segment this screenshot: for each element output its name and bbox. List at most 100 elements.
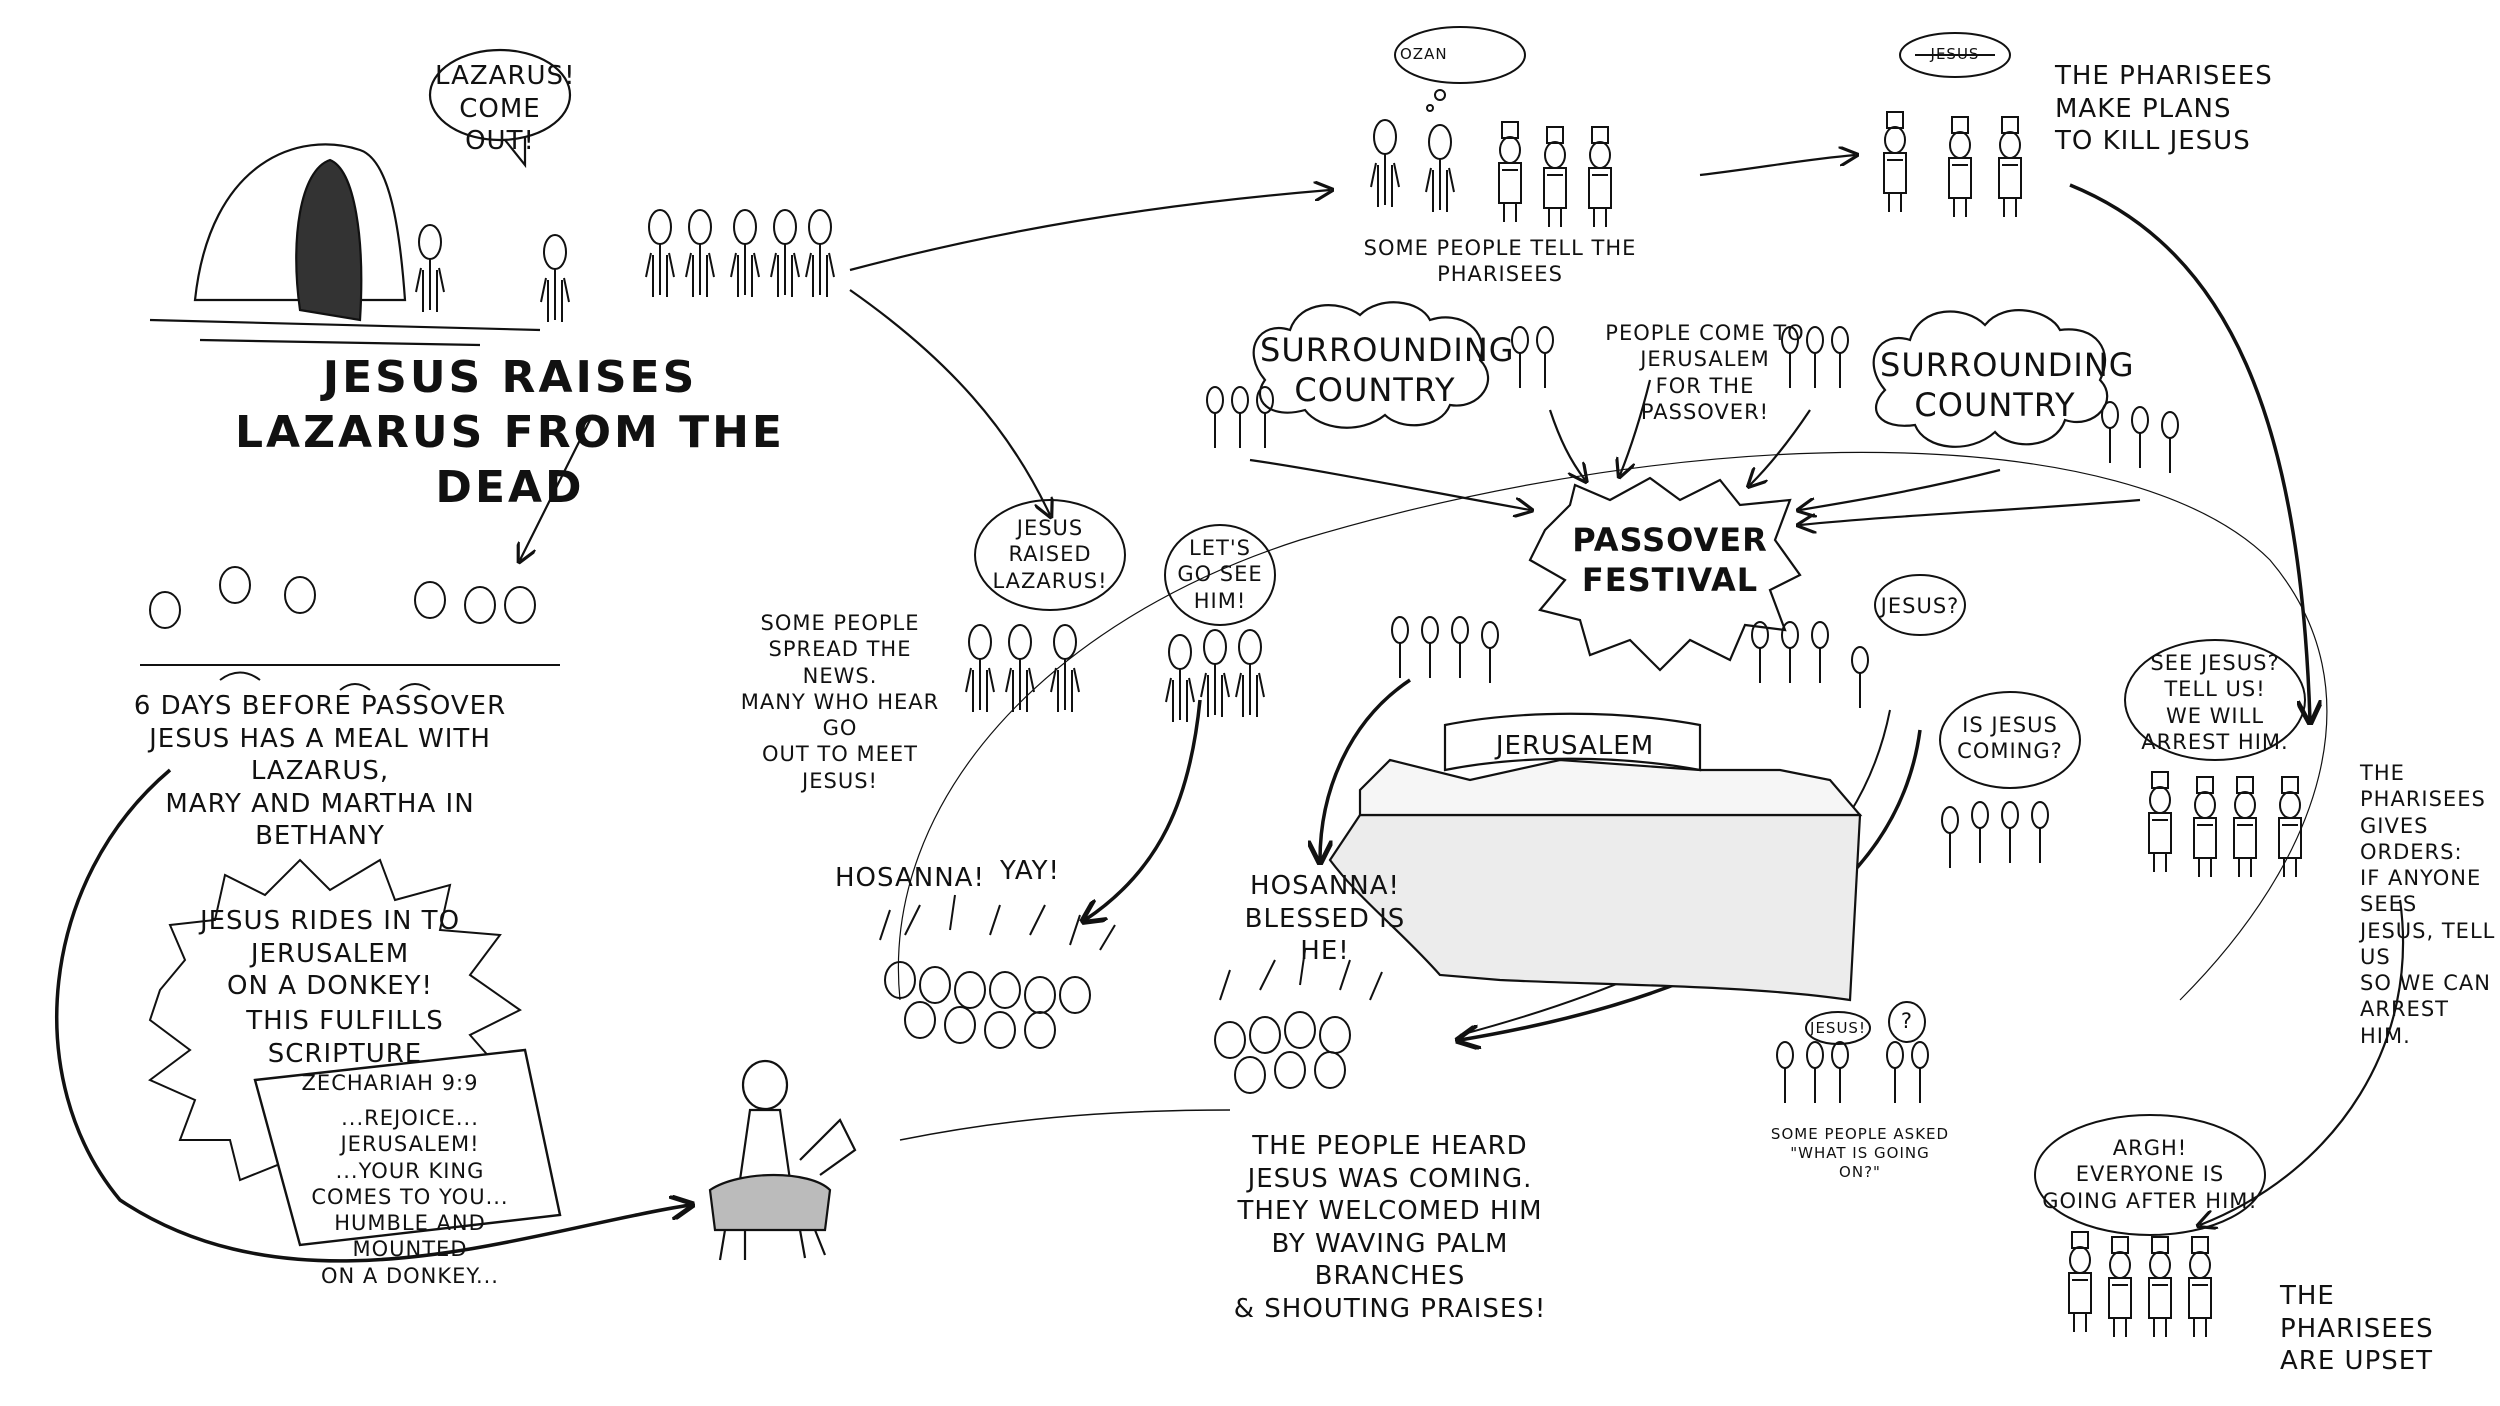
- pharisee-figure: [1498, 121, 1522, 223]
- city-buildings: [1358, 758, 1863, 817]
- city-sign-banner: [1443, 712, 1702, 772]
- jesus-on-donkey: [708, 1059, 857, 1261]
- speech-bubble-jesus-raised: [974, 499, 1126, 611]
- messenger-figure: [1005, 624, 1035, 713]
- tomb-scene: [149, 48, 836, 347]
- thought-bubble-lazarus: [1394, 26, 1526, 84]
- pharisee-figure: [1998, 116, 2022, 218]
- diner: [284, 576, 316, 614]
- speech-bubble-small-q: [1888, 1001, 1926, 1043]
- palm-branches: [1219, 949, 1383, 1001]
- thought-jesus-text: Jesus: [1930, 45, 1980, 63]
- pharisee-figure: [1883, 111, 1907, 213]
- clouds: [1252, 301, 2109, 672]
- crowd-person: [984, 1011, 1016, 1049]
- speech-bubble-argh: [2034, 1114, 2266, 1236]
- crowd-person: [1024, 976, 1056, 1014]
- pharisee-figure: [1948, 116, 1972, 218]
- pharisee-figure: [1588, 126, 1612, 228]
- caption-pharisees-orders: THE PHARISEES GIVES ORDERS: IF ANYONE SE…: [2360, 761, 2496, 1048]
- pilgrim: [1971, 801, 1989, 864]
- crowd-person: [989, 971, 1021, 1009]
- pilgrim: [1451, 616, 1469, 679]
- cloud-surrounding-country-right: [1872, 309, 2109, 448]
- person-figure: [1425, 124, 1455, 213]
- pilgrim: [1231, 386, 1249, 449]
- listener-figure: [1200, 629, 1230, 718]
- arrow-cloud-right: [1750, 409, 1811, 485]
- caption-come-to-jerusalem: PEOPLE COME TO JERUSALEM FOR THE PASSOVE…: [1605, 321, 1805, 424]
- arrow-to-meal: [520, 419, 591, 560]
- speech-argh: ARGH! EVERYONE IS GOING AFTER HIM!: [2042, 1136, 2258, 1213]
- pilgrim: [1831, 326, 1849, 389]
- crowd-person: [1314, 1051, 1346, 1089]
- arrow-pharisees-plan-to-orders: [2069, 183, 2310, 720]
- pilgrim: [2031, 801, 2049, 864]
- jesus-diner: [219, 566, 251, 604]
- tomb-rock: [193, 143, 407, 302]
- crowd-person: [1319, 1016, 1351, 1054]
- mourner-figure: [644, 208, 676, 299]
- scroll-text: ...REJOICE... JERUSALEM! ...YOUR KING CO…: [311, 1106, 509, 1288]
- pilgrim: [2161, 411, 2179, 474]
- speech-bubble-small-jesus: [1805, 1011, 1871, 1045]
- thought-bubble-jesus: [1899, 32, 2011, 78]
- lazarus-figure: [414, 223, 446, 314]
- speech-bubble-jesus-q: [1874, 574, 1966, 636]
- person-figure: [1370, 119, 1400, 208]
- palm-crowd-left: [879, 894, 1116, 1049]
- palm-crowd-right: [899, 949, 1383, 1141]
- ground-lines: [149, 318, 541, 347]
- arrow-far-right: [1800, 498, 2141, 525]
- crowd-person: [1024, 1011, 1056, 1049]
- pilgrim: [2131, 406, 2149, 469]
- speech-is-jesus-coming: IS JESUS COMING?: [1957, 713, 2063, 764]
- crowd-person: [1214, 1021, 1246, 1059]
- crowd-person: [954, 971, 986, 1009]
- speech-small-q: ?: [1900, 1009, 1914, 1033]
- cloud-surrounding-country-left: [1252, 301, 1490, 429]
- pilgrim: [1851, 646, 1869, 709]
- diner: [504, 586, 536, 624]
- crowd-person: [1274, 1051, 1306, 1089]
- tomb-opening: [295, 158, 363, 322]
- caption-people-heard: THE PEOPLE HEARD JESUS WAS COMING. THEY …: [1233, 1131, 1547, 1324]
- scroll-title: ZECHARIAH 9:9: [301, 1071, 479, 1095]
- prophecy-burst: [148, 858, 562, 1247]
- speech-tell-us: SEE JESUS? TELL US! WE WILL ARREST HIM.: [2141, 651, 2289, 754]
- festival-text: PASSOVER FESTIVAL: [1572, 521, 1768, 599]
- pilgrim: [1481, 621, 1499, 684]
- asker: [1776, 1041, 1794, 1104]
- rider-head: [741, 1059, 789, 1111]
- listener-figure: [1165, 634, 1195, 723]
- diner: [149, 591, 181, 629]
- pharisee-figure: [2193, 776, 2217, 878]
- palm-branches: [879, 894, 1116, 951]
- speech-lazarus: LAZARUS! COME OUT!: [435, 61, 576, 156]
- arrow-to-pharisees-upset: [2200, 899, 2405, 1225]
- pilgrim: [1781, 621, 1799, 684]
- pilgrim: [1206, 386, 1224, 449]
- arrow-festival-to-crowd: [1320, 678, 1411, 860]
- pilgrim: [1751, 621, 1769, 684]
- burst-fulfills: THIS FULFILLS SCRIPTURE: [246, 1006, 444, 1069]
- bread: [219, 671, 431, 691]
- caption-pharisees-upset: THE PHARISEES ARE UPSET: [2280, 1281, 2434, 1376]
- meal-scene: [140, 566, 560, 691]
- main-title: JESUS RAISES LAZARUS FROM THE DEAD: [234, 352, 785, 513]
- asker: [1831, 1041, 1849, 1104]
- pilgrim: [1421, 616, 1439, 679]
- pharisees-told-scene: [1370, 26, 1612, 228]
- asker: [1806, 1041, 1824, 1104]
- arrow-to-spread-news: [849, 289, 1050, 515]
- pilgrim: [1941, 806, 1959, 869]
- speech-small-jesus: JESUS!: [1810, 1019, 1866, 1037]
- diner: [464, 586, 496, 624]
- crowd-person: [919, 966, 951, 1004]
- caption-pharisees-plan: THE PHARISEES MAKE PLANS TO KILL JESUS: [2055, 61, 2273, 156]
- thought-lazarus-text: Ozan: [1400, 45, 1448, 63]
- arrow-pilgrims-top: [1620, 379, 1652, 475]
- pilgrim: [1811, 621, 1829, 684]
- jerusalem-city: [1328, 712, 1863, 1002]
